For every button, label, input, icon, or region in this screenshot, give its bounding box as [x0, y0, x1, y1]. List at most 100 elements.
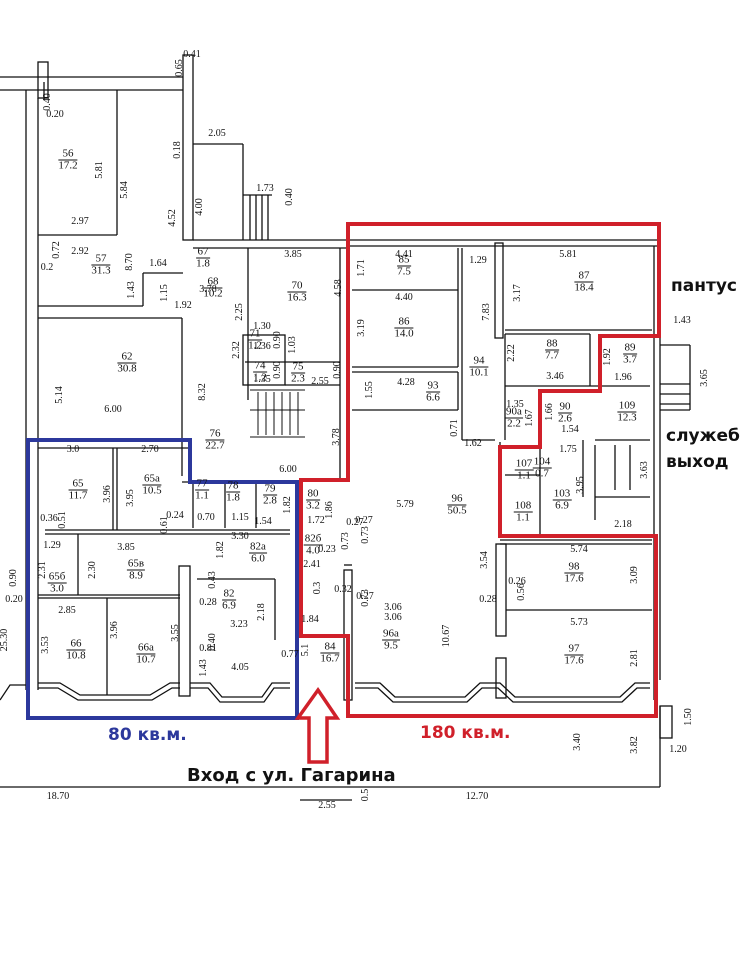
room-area: 3.2: [306, 499, 320, 512]
dimension-label: 1.29: [469, 255, 487, 266]
dimension-label: 0.36: [40, 513, 58, 524]
dimension-label: 1.84: [301, 614, 319, 625]
dimension-label: 1.82: [282, 496, 293, 514]
dimension-label: 2.25: [234, 303, 245, 321]
dimension-label: 3.95: [125, 489, 136, 507]
room-number: 82: [222, 587, 236, 601]
dimension-label: 1.43: [126, 281, 137, 299]
dimension-label: 1.15: [231, 512, 249, 523]
room-number: 56: [58, 148, 78, 161]
room-number: 98: [564, 561, 584, 574]
dimension-label: 4.41: [395, 249, 413, 260]
room-area: 3.7: [623, 353, 637, 366]
room-area: 10.5: [142, 484, 162, 497]
dimension-label: 3.46: [546, 371, 564, 382]
dimension-label: 4.05: [231, 662, 249, 673]
dimension-label: 5.1: [300, 643, 311, 657]
room-area: 10.8: [66, 649, 86, 662]
dimension-label: 3.96: [109, 621, 120, 639]
dimension-label: 3.85: [117, 542, 135, 553]
dimension-label: 0.40: [207, 633, 218, 651]
room-area: 3.0: [50, 582, 64, 595]
dimension-label: 0.40: [284, 188, 295, 206]
dimension-label: 0.90: [272, 361, 283, 379]
dimension-label: 3.78: [331, 428, 342, 446]
dimension-label: 1.29: [43, 540, 61, 551]
room-area: 1.8: [226, 491, 240, 504]
dimension-label: 8.32: [197, 383, 208, 401]
dimension-label: 3.96: [102, 485, 113, 503]
dimension-label: 1.50: [683, 708, 694, 726]
dimension-label: 6.00: [279, 464, 297, 475]
service-label: служеб: [666, 426, 740, 446]
dimension-label: 5.74: [570, 544, 588, 555]
room-number: 76: [205, 428, 225, 441]
dimension-label: 1.03: [287, 336, 298, 354]
dimension-label: 0.51: [57, 511, 68, 529]
dimension-label: 0.28: [479, 594, 497, 605]
dimension-label: 1.92: [602, 348, 613, 366]
room-area: 50.5: [447, 504, 467, 517]
dimension-label: 1.71: [356, 259, 367, 277]
room-number: 108: [513, 499, 533, 513]
dimension-label: 0.73: [360, 589, 371, 607]
dimension-label: 0.3: [312, 581, 323, 595]
dimension-label: 1.86: [324, 501, 335, 519]
room-area: 10.2: [203, 287, 223, 300]
room-area: 1.1: [195, 489, 209, 502]
room-number: 96: [447, 493, 467, 506]
dimension-label: 2.30: [87, 561, 98, 579]
room-area: 2.6: [558, 412, 572, 425]
dimension-label: 5.14: [54, 386, 65, 404]
dimension-label: 3.23: [230, 619, 248, 630]
room-number: 82б: [303, 532, 323, 546]
room-area: 1.8: [196, 257, 210, 270]
blue-area-outline: [26, 438, 299, 720]
dimension-label: 2.18: [614, 519, 632, 530]
room-number: 96а: [382, 627, 400, 641]
dimension-label: 4.52: [167, 209, 178, 227]
room-number: 107: [514, 457, 534, 471]
dimension-label: 0.43: [207, 571, 218, 589]
room-area: 30.8: [117, 362, 137, 375]
room-number: 89: [623, 341, 637, 355]
dimension-label: 1.43: [673, 315, 691, 326]
blue-area-label: 80 кв.м.: [108, 725, 187, 745]
red-area-outline: [299, 222, 661, 718]
dimension-label: 1.72: [307, 515, 325, 526]
room-area: 6.0: [251, 552, 265, 565]
room-number: 80: [306, 487, 320, 501]
room-area: 18.4: [574, 281, 594, 294]
dimension-label: 3.78: [199, 284, 217, 295]
dimension-label: 0.70: [197, 512, 215, 523]
room-number: 97: [564, 643, 584, 656]
room-area: 1.1: [516, 511, 530, 524]
room-area: 6.9: [222, 599, 236, 612]
room-area: 12.3: [617, 411, 637, 424]
dimension-label: 1.67: [524, 409, 535, 427]
dimension-label: 0.24: [166, 510, 184, 521]
dimension-label: 0.56: [516, 583, 527, 601]
room-area: 9.5: [384, 639, 398, 652]
room-area: 17.6: [564, 654, 584, 667]
dimension-label: 2.55: [318, 800, 336, 811]
room-number: 87: [574, 270, 594, 283]
room-number: 85: [397, 253, 411, 267]
dimension-label: 3.06: [384, 602, 402, 613]
dimension-label: 2.05: [208, 128, 226, 139]
room-number: 65в: [126, 557, 146, 571]
room-number: 75: [291, 360, 305, 374]
